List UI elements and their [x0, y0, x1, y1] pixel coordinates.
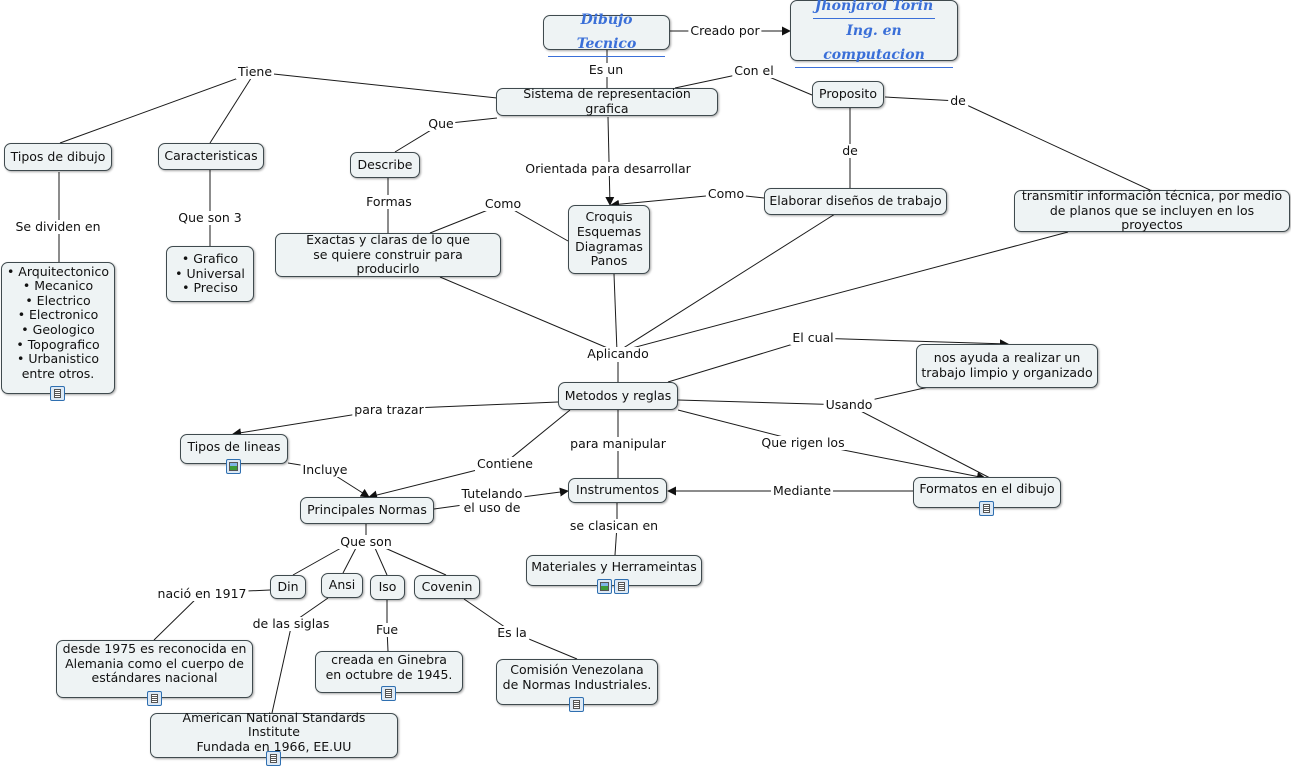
note-icon[interactable]: [50, 386, 65, 401]
label-que: Que: [426, 116, 456, 131]
label-para-trazar: para trazar: [352, 402, 426, 417]
node-din[interactable]: Din: [270, 575, 306, 599]
node-instrumentos[interactable]: Instrumentos: [568, 478, 667, 503]
node-autor[interactable]: Jhonjarol Torin Ing. en computacion: [790, 0, 958, 68]
label-mediante: Mediante: [770, 483, 834, 498]
node-transmitir[interactable]: transmitir información técnica, por medi…: [1014, 188, 1290, 232]
node-iso[interactable]: Iso: [370, 575, 405, 600]
label-que-son: Que son: [338, 534, 394, 549]
node-sistema[interactable]: Sistema de representacion grafica: [496, 87, 718, 116]
node-caract-lista[interactable]: • Grafico • Universal • Preciso: [166, 246, 254, 302]
image-icon[interactable]: [597, 579, 612, 594]
label-usando: Usando: [823, 397, 875, 412]
label-es-la: Es la: [495, 625, 529, 640]
label-tutelando: Tutelando el uso de: [459, 486, 525, 515]
node-autor-nombre: Jhonjarol Torin: [812, 0, 936, 19]
node-proposito[interactable]: Proposito: [812, 81, 884, 108]
note-icon[interactable]: [979, 501, 994, 516]
label-se-dividen: Se dividen en: [13, 219, 103, 234]
node-metodos[interactable]: Metodos y reglas: [558, 382, 678, 410]
node-covenin[interactable]: Covenin: [414, 575, 480, 599]
label-formas: Formas: [364, 194, 414, 209]
note-icon[interactable]: [614, 579, 629, 594]
node-exactas[interactable]: Exactas y claras de lo que se quiere con…: [275, 232, 501, 277]
label-tiene: Tiene: [235, 64, 275, 79]
note-icon[interactable]: [569, 697, 584, 712]
label-creado-por: Creado por: [688, 23, 762, 38]
label-de-las-siglas: de las siglas: [250, 616, 332, 631]
node-elaborar[interactable]: Elaborar diseños de trabajo: [764, 188, 947, 215]
label-que-rigen: Que rigen los: [759, 435, 847, 450]
label-se-clasican: se clasican en: [567, 518, 661, 533]
label-incluye: Incluye: [300, 462, 350, 477]
node-american[interactable]: American National Standards Institute Fu…: [150, 710, 398, 758]
label-de-proposito: de: [948, 93, 968, 108]
label-de-elaborar: de: [840, 143, 860, 158]
label-contiene: Contiene: [475, 456, 535, 471]
node-principales[interactable]: Principales Normas: [300, 497, 434, 524]
node-describe[interactable]: Describe: [350, 152, 420, 178]
label-como-elaborar: Como: [705, 186, 747, 201]
node-materiales[interactable]: Materiales y Herrameintas: [526, 555, 702, 586]
note-icon[interactable]: [266, 751, 281, 766]
label-con-el: Con el: [732, 63, 776, 78]
node-tipos-dibujo[interactable]: Tipos de dibujo: [4, 143, 112, 171]
label-el-cual: El cual: [790, 330, 836, 345]
node-dibujo-tecnico-text: Dibujo Tecnico: [548, 8, 665, 57]
label-fue: Fue: [373, 622, 401, 637]
label-para-manipular: para manipular: [568, 436, 668, 451]
node-desde1975[interactable]: desde 1975 es reconocida en Alemania com…: [56, 640, 253, 698]
label-es-un: Es un: [586, 62, 626, 77]
label-aplicando: Aplicando: [585, 346, 651, 361]
node-dibujo-tecnico[interactable]: Dibujo Tecnico: [543, 12, 670, 57]
label-orientada: Orientada para desarrollar: [523, 161, 693, 176]
label-como-exactas: Como: [482, 196, 524, 211]
node-autor-titulo: Ing. en computacion: [795, 19, 953, 68]
image-icon[interactable]: [226, 459, 241, 474]
note-icon[interactable]: [147, 691, 162, 706]
node-caracteristicas[interactable]: Caracteristicas: [158, 143, 264, 170]
node-croquis[interactable]: Croquis Esquemas Diagramas Panos: [568, 205, 650, 274]
node-tipos-lista[interactable]: • Arquitectonico • Mecanico • Electrico …: [1, 262, 115, 394]
label-nacio: nació en 1917: [155, 586, 249, 601]
label-que-son-3: Que son 3: [176, 210, 244, 225]
note-icon[interactable]: [381, 686, 396, 701]
node-ayuda[interactable]: nos ayuda a realizar un trabajo limpio y…: [916, 344, 1098, 388]
node-ansi[interactable]: Ansi: [321, 573, 363, 598]
